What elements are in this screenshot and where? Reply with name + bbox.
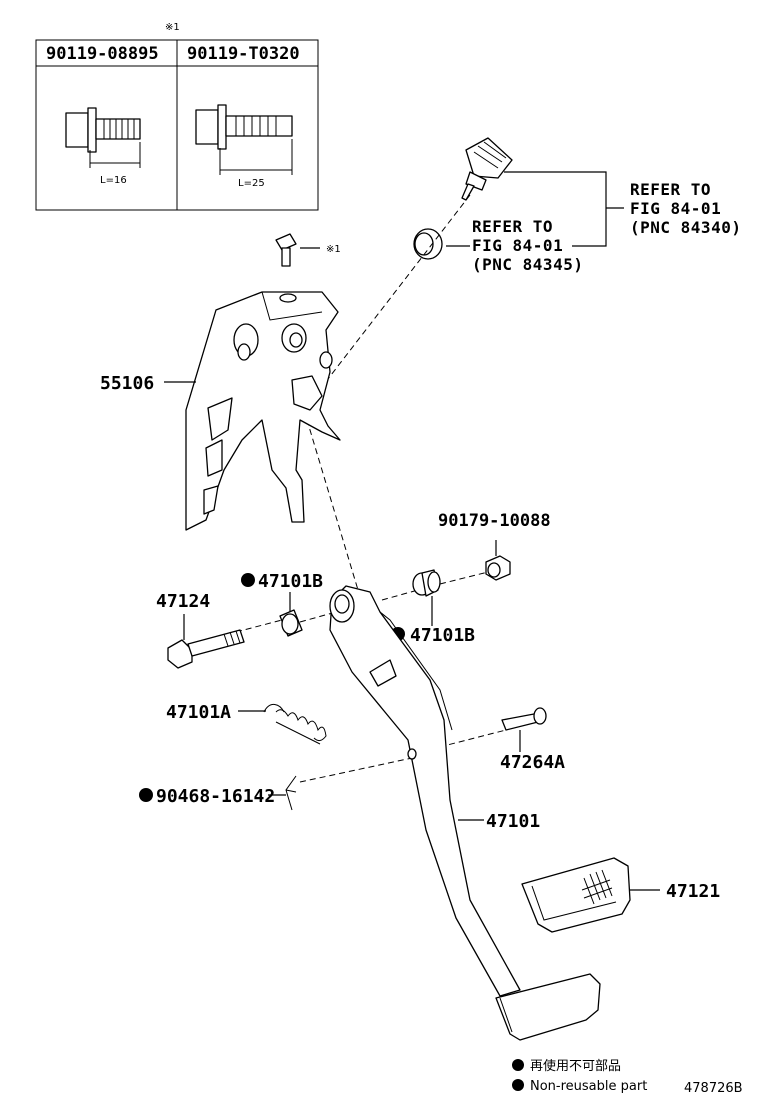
mounting-bolt-drawing [275, 233, 297, 267]
refer-84345-line3: (PNC 84345) [472, 255, 583, 274]
non-reusable-marker-clip [139, 788, 153, 802]
refer-84345-line1: REFER TO [472, 217, 553, 236]
grommet-drawing [413, 228, 443, 260]
callout-47121[interactable]: 47121 [666, 881, 720, 902]
refer-84340-line3: (PNC 84340) [630, 218, 741, 237]
clip-drawing [285, 775, 297, 811]
table-part-number-2: 90119-T0320 [187, 44, 300, 64]
legend-line-jp: 再使用不可部品 [530, 1058, 621, 1074]
refer-84340: REFER TO FIG 84-01 (PNC 84340) [630, 180, 741, 237]
bolt-table: ※1 90119-08895 90119-T0320 L=16 [35, 22, 319, 211]
legend-marker-en [512, 1079, 524, 1091]
table-reference-mark: ※1 [165, 22, 180, 33]
pedal-bracket-drawing [185, 291, 341, 531]
bushing-left-drawing [279, 609, 303, 637]
legend: 再使用不可部品 Non-reusable part [512, 1058, 647, 1094]
pedal-foot-plate-drawing [495, 973, 601, 1041]
refer-84345: REFER TO FIG 84-01 (PNC 84345) [472, 217, 583, 274]
bolt-l25-drawing [195, 104, 293, 175]
callout-47101B-left[interactable]: 47101B [258, 571, 323, 592]
pivot-bolt-drawing [167, 629, 245, 669]
figure-id: 478726B [684, 1081, 743, 1096]
non-reusable-marker-left [241, 573, 255, 587]
table-length-1: L=16 [100, 175, 127, 186]
nut-drawing [485, 555, 511, 581]
bushing-right-drawing [412, 569, 441, 597]
callout-47101B-right[interactable]: 47101B [410, 625, 475, 646]
callout-47124[interactable]: 47124 [156, 591, 210, 612]
callout-90179-10088[interactable]: 90179-10088 [438, 511, 551, 531]
callout-47101A[interactable]: 47101A [166, 702, 231, 723]
table-part-number-1: 90119-08895 [46, 44, 159, 64]
refer-84345-line2: FIG 84-01 [472, 236, 563, 255]
mounting-bolt-reference-mark: ※1 [326, 244, 341, 255]
refer-84340-line2: FIG 84-01 [630, 199, 721, 218]
callout-90468-16142[interactable]: 90468-16142 [156, 786, 275, 807]
table-length-2: L=25 [238, 178, 265, 189]
callout-47264A[interactable]: 47264A [500, 752, 565, 773]
pedal-arm-drawing [329, 585, 521, 997]
pedal-pad-drawing [521, 857, 631, 933]
callout-55106[interactable]: 55106 [100, 373, 154, 394]
bolt-l16-drawing [65, 107, 141, 168]
return-spring-drawing [263, 704, 327, 745]
stopper-drawing [501, 707, 547, 731]
legend-marker-jp [512, 1059, 524, 1071]
callout-47101[interactable]: 47101 [486, 811, 540, 832]
legend-line-en: Non-reusable part [530, 1079, 647, 1094]
refer-84340-line1: REFER TO [630, 180, 711, 199]
stop-lamp-switch-drawing [461, 137, 513, 201]
